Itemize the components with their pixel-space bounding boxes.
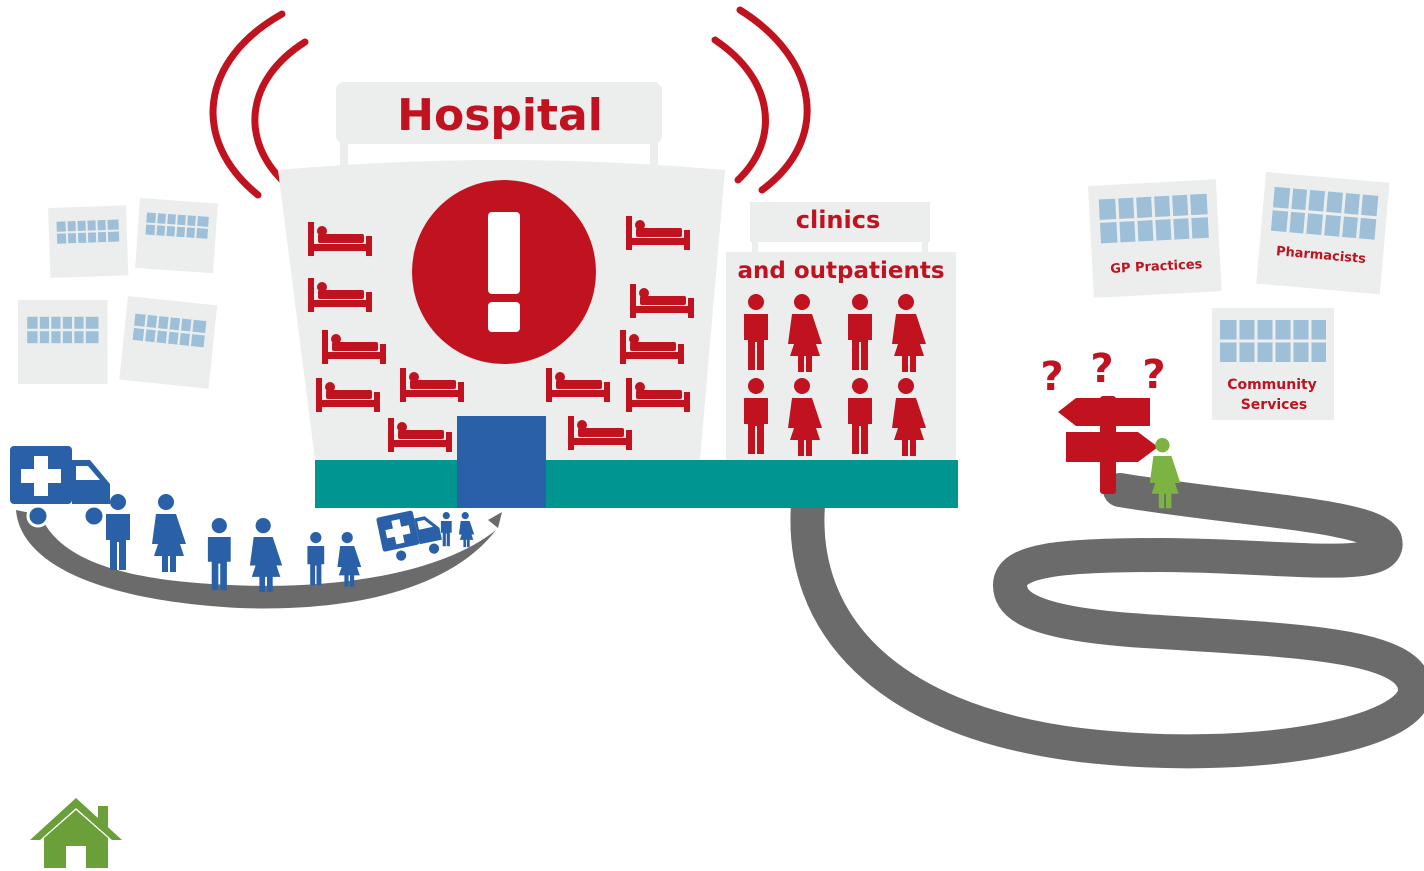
community-label-line1: Community [1227,377,1317,393]
road-trail [1113,474,1161,510]
pharmacists: Pharmacists [1256,172,1390,295]
hospital-base [315,460,958,508]
left-building-cluster [16,197,219,391]
person-icon [458,512,475,548]
alarm-waves [209,6,811,199]
patient-queue-road [16,510,496,609]
clinics-label: clinics [796,206,881,234]
signpost-icon [1058,396,1158,494]
person-icon [307,532,325,586]
gp-practices: GP Practices [1088,179,1222,298]
person-icon [152,494,186,572]
person-icon [207,518,231,591]
community-services: Community Services [1212,308,1334,420]
road-arrow-tip [488,512,502,528]
clinics-sign [750,202,930,242]
hospital-entrance-door [457,416,546,508]
hospital-title: Hospital [397,90,603,141]
person-icon [440,512,452,547]
winding-road-narrow [1146,501,1389,544]
person-icon [337,532,362,587]
gp-practices-label: GP Practices [1110,257,1203,277]
ambulance-icon [375,504,446,566]
winding-road [790,473,1424,769]
hospital-sign [336,82,662,144]
question-mark: ? [1142,352,1165,398]
community-label-line2: Services [1241,397,1308,413]
home-icon[interactable] [30,798,122,868]
hospital-building: Hospital [278,82,958,508]
person-icon [106,494,130,570]
outpatients-label: and outpatients [737,258,944,284]
question-mark: ? [1090,346,1113,392]
person-icon [249,518,283,593]
clinics-building: clinics and outpatients [726,202,956,460]
question-mark: ? [1040,354,1063,400]
question-marks: ? ? ? [1040,346,1165,400]
